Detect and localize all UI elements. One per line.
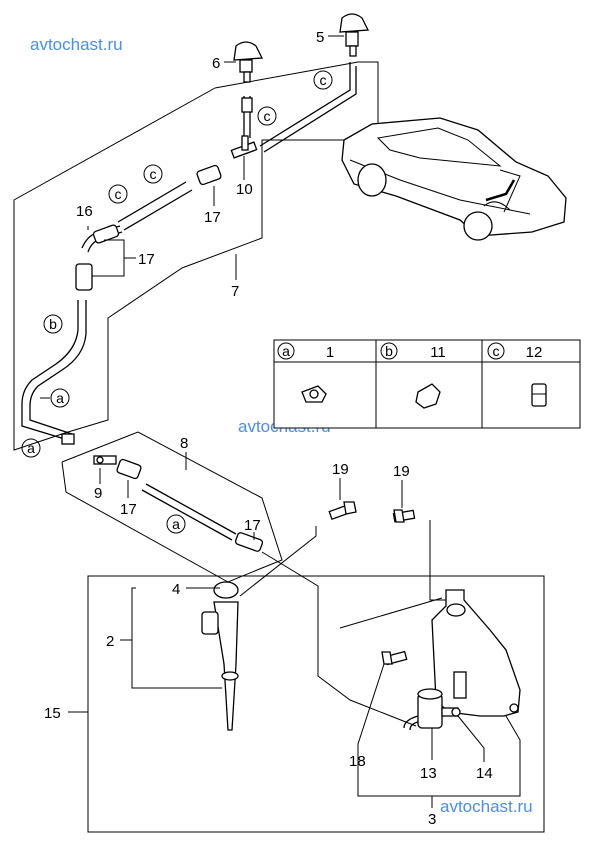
hose-marker-c2 <box>257 106 277 126</box>
callout-17b: 17 <box>138 251 155 268</box>
hose-letter-c4: c <box>115 186 122 202</box>
callout-16: 16 <box>76 203 93 220</box>
connector-17c <box>116 458 142 480</box>
filler-neck-2 <box>201 601 239 731</box>
callout-19b: 19 <box>393 463 410 480</box>
callout-17a: 17 <box>204 209 221 226</box>
clip-1-icon <box>301 385 327 403</box>
group-outline-15 <box>87 575 545 833</box>
watermark-top: avtochast.ru <box>30 35 123 54</box>
hose-letter-c1: c <box>320 72 327 88</box>
hose-marker-c1 <box>313 70 333 90</box>
hose-letter-a2: a <box>27 440 35 456</box>
connector-17a <box>196 164 222 186</box>
legend-b-letter: b <box>385 343 393 359</box>
hose-marker-c4 <box>108 184 128 204</box>
reservoir-cap-4 <box>213 581 239 599</box>
hose-letter-c3: c <box>150 166 157 182</box>
hose-marker-a2 <box>21 438 41 458</box>
hose-letter-a3: a <box>172 516 180 532</box>
check-valve-9 <box>93 455 117 465</box>
grommet-14 <box>451 707 461 717</box>
callout-10: 10 <box>236 181 253 198</box>
washer-reservoir-3 <box>431 589 521 717</box>
hose-marker-c3 <box>143 164 163 184</box>
callout-18: 18 <box>349 753 366 770</box>
callout-5: 5 <box>316 29 324 46</box>
connector-17b <box>75 263 93 291</box>
legend-c-circle <box>487 342 505 360</box>
hose-marker-b1 <box>43 314 63 334</box>
hose-end <box>61 433 75 445</box>
bolt-19-right <box>392 509 416 523</box>
washer-pump-13 <box>403 688 461 731</box>
legend-a-circle <box>277 342 295 360</box>
hose-a-lower <box>141 483 237 541</box>
callout-7: 7 <box>231 283 239 300</box>
hose-marker-a3 <box>166 514 186 534</box>
watermark-bottom: avtochast.ru <box>440 797 533 816</box>
hose-b <box>21 300 87 441</box>
hose-joint <box>241 97 253 113</box>
legend-c-part: 12 <box>526 344 543 361</box>
callout-14: 14 <box>476 765 493 782</box>
callout-2: 2 <box>106 633 114 650</box>
callout-19a: 19 <box>332 461 349 478</box>
callout-3: 3 <box>428 811 436 828</box>
hose-letter-b1: b <box>49 316 57 332</box>
bolt-19-left <box>328 501 357 521</box>
legend-b-circle <box>380 342 398 360</box>
connector-16 <box>92 224 120 244</box>
leader-lines <box>40 35 521 808</box>
hose-c-middle <box>117 181 193 231</box>
group-outline-7 <box>13 61 379 451</box>
washer-nozzle-6 <box>233 41 264 83</box>
callout-15: 15 <box>44 705 61 722</box>
routing-line <box>261 551 417 727</box>
callout-13: 13 <box>420 765 437 782</box>
clip-legend-table <box>273 339 581 429</box>
group-outline-3 <box>339 597 443 629</box>
callout-17d: 17 <box>244 517 261 534</box>
legend-a-part: 1 <box>326 344 334 361</box>
callout-4: 4 <box>172 581 180 598</box>
bolt-reservoir <box>381 650 408 666</box>
hose-letter-c2: c <box>264 108 271 124</box>
group-outline-8 <box>61 431 283 583</box>
hose-letter-a1: a <box>56 390 64 406</box>
callout-17c: 17 <box>120 501 137 518</box>
legend-a-letter: a <box>282 343 290 359</box>
legend-b-part: 11 <box>430 344 446 361</box>
connector-17d <box>234 532 264 552</box>
legend-c-letter: c <box>493 343 500 359</box>
hose-c-nozzle5 <box>259 62 357 153</box>
washer-nozzle-5 <box>339 13 370 57</box>
callout-6: 6 <box>212 55 220 72</box>
t-connector-10 <box>230 135 258 159</box>
callout-8: 8 <box>180 435 188 452</box>
clip-12-icon <box>531 383 547 407</box>
car-illustration <box>341 117 567 241</box>
callout-9: 9 <box>94 485 102 502</box>
hose-marker-a1 <box>50 388 70 408</box>
clip-11-icon <box>415 383 441 409</box>
